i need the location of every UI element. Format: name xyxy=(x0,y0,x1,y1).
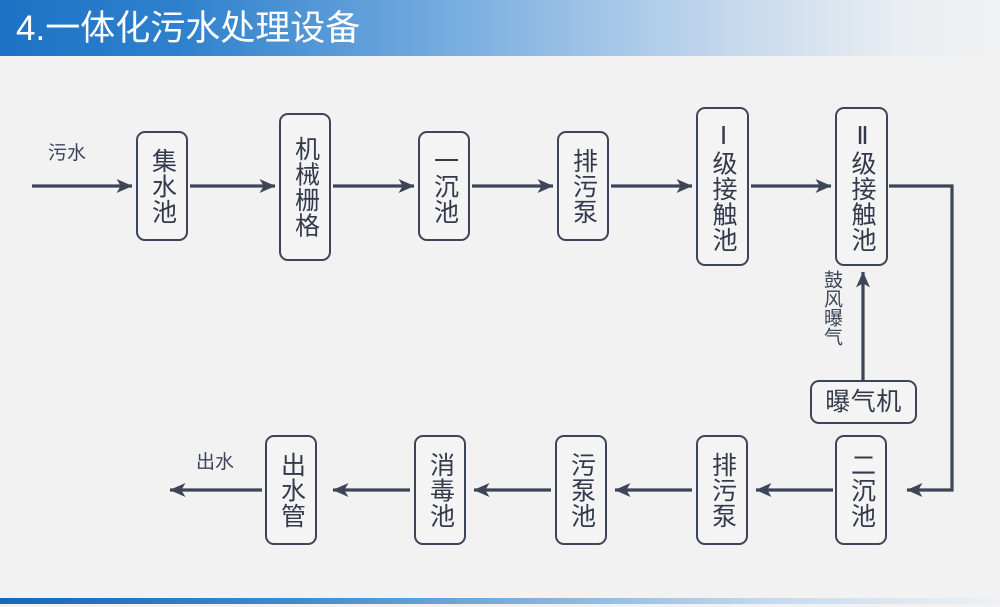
process-flow-diagram: 集水池 机械栅格 一沉池 排污泵 Ⅰ级接触池 Ⅱ级接触池 曝气机 二沉池 排污泵… xyxy=(0,56,1000,598)
node-label: 出水管 xyxy=(277,451,306,529)
node-label: 一沉池 xyxy=(430,147,459,225)
page-title: 4.一体化污水处理设备 xyxy=(16,9,361,48)
edge-erjijiechu-to-erchenchi xyxy=(889,184,954,497)
node-yijijiechuchi[interactable]: Ⅰ级接触池 xyxy=(696,107,749,266)
footer-accent-bar xyxy=(0,598,1000,604)
node-label: 消毒池 xyxy=(426,451,455,529)
node-xiaoduchi[interactable]: 消毒池 xyxy=(414,435,466,545)
node-wubengchi[interactable]: 污泵池 xyxy=(555,435,607,545)
edge-label-outlet: 出水 xyxy=(196,452,235,473)
edge-label-inlet: 污水 xyxy=(48,143,87,164)
node-label: Ⅰ级接触池 xyxy=(709,120,737,253)
node-label: 排污泵 xyxy=(569,147,598,225)
flow-connectors-layer xyxy=(32,179,954,497)
node-label: 集水池 xyxy=(148,147,177,225)
node-jixieshange[interactable]: 机械栅格 xyxy=(279,113,331,261)
node-yichenchi[interactable]: 一沉池 xyxy=(418,131,470,241)
node-label: 机械栅格 xyxy=(291,136,320,238)
node-label: 二沉池 xyxy=(847,451,876,529)
node-erchenchi[interactable]: 二沉池 xyxy=(835,435,887,545)
node-erjijiechuchi[interactable]: Ⅱ级接触池 xyxy=(835,107,888,266)
node-baoqiji[interactable]: 曝气机 xyxy=(810,380,917,424)
node-label: Ⅱ级接触池 xyxy=(848,120,876,253)
node-chushuiguan[interactable]: 出水管 xyxy=(265,435,317,545)
node-jishuichi[interactable]: 集水池 xyxy=(136,131,188,241)
header-banner: 4.一体化污水处理设备 xyxy=(0,0,1000,56)
node-label: 排污泵 xyxy=(708,451,737,529)
node-label: 污泵池 xyxy=(567,451,596,529)
node-paiwubeng-bottom[interactable]: 排污泵 xyxy=(696,435,748,545)
node-paiwubeng-top[interactable]: 排污泵 xyxy=(557,131,609,241)
edge-label-aeration: 鼓风曝气 xyxy=(820,270,842,346)
node-label: 曝气机 xyxy=(825,387,902,416)
